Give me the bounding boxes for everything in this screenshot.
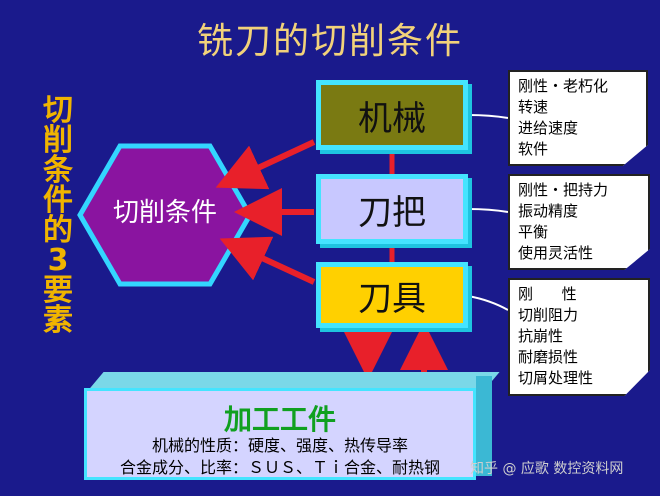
note-tool: 刚 性 切削阻力 抗崩性 耐磨损性 切屑处理性 (508, 278, 650, 396)
note-line: 耐磨损性 (518, 348, 579, 366)
hexagon-shape (77, 143, 253, 287)
note-line: 进给速度 (518, 119, 579, 137)
note-line: 刚性・老朽化 (518, 77, 609, 95)
block-machine: 机械 (316, 80, 468, 150)
hexagon-label: 切削条件 (112, 198, 217, 228)
arrow-machine-to-hex (215, 139, 316, 190)
note-line: 刚性・把持力 (518, 181, 609, 199)
note-line: 抗崩性 (518, 327, 564, 345)
note-line: 刚 性 (518, 285, 577, 303)
brace-note-3 (467, 295, 509, 311)
note-line: 软件 (518, 140, 549, 158)
note-line: 振动精度 (518, 202, 579, 220)
note-line: 切屑处理性 (518, 369, 594, 387)
workpiece-box (84, 388, 476, 480)
brace-note-2 (467, 208, 509, 213)
page-title: 铣刀的切削条件 (196, 21, 463, 62)
vertical-label: 切削条件的3要素 (43, 93, 73, 338)
arrow-tool-to-hex (219, 236, 316, 285)
block-holder: 刀把 (316, 174, 468, 244)
watermark: 知乎 @ 应歌 数控资料网 (470, 461, 624, 477)
note-line: 平衡 (518, 223, 549, 241)
workpiece-side-face (476, 376, 492, 476)
note-machine: 刚性・老朽化 转速 进给速度 软件 (508, 70, 648, 166)
note-holder: 刚性・把持力 振动精度 平衡 使用灵活性 (508, 174, 650, 270)
brace-note-1 (467, 114, 509, 119)
block-tool: 刀具 (316, 262, 468, 328)
workpiece-line-2: 合金成分、比率：ＳＵＳ、Ｔｉ合金、耐热钢 (119, 458, 440, 477)
note-line: 转速 (518, 98, 549, 116)
workpiece-title: 加工工件 (223, 403, 336, 436)
note-line: 切削阻力 (518, 306, 579, 324)
workpiece-line-1: 机械的性质：硬度、强度、热传导率 (151, 436, 408, 455)
note-line: 使用灵活性 (518, 244, 594, 262)
